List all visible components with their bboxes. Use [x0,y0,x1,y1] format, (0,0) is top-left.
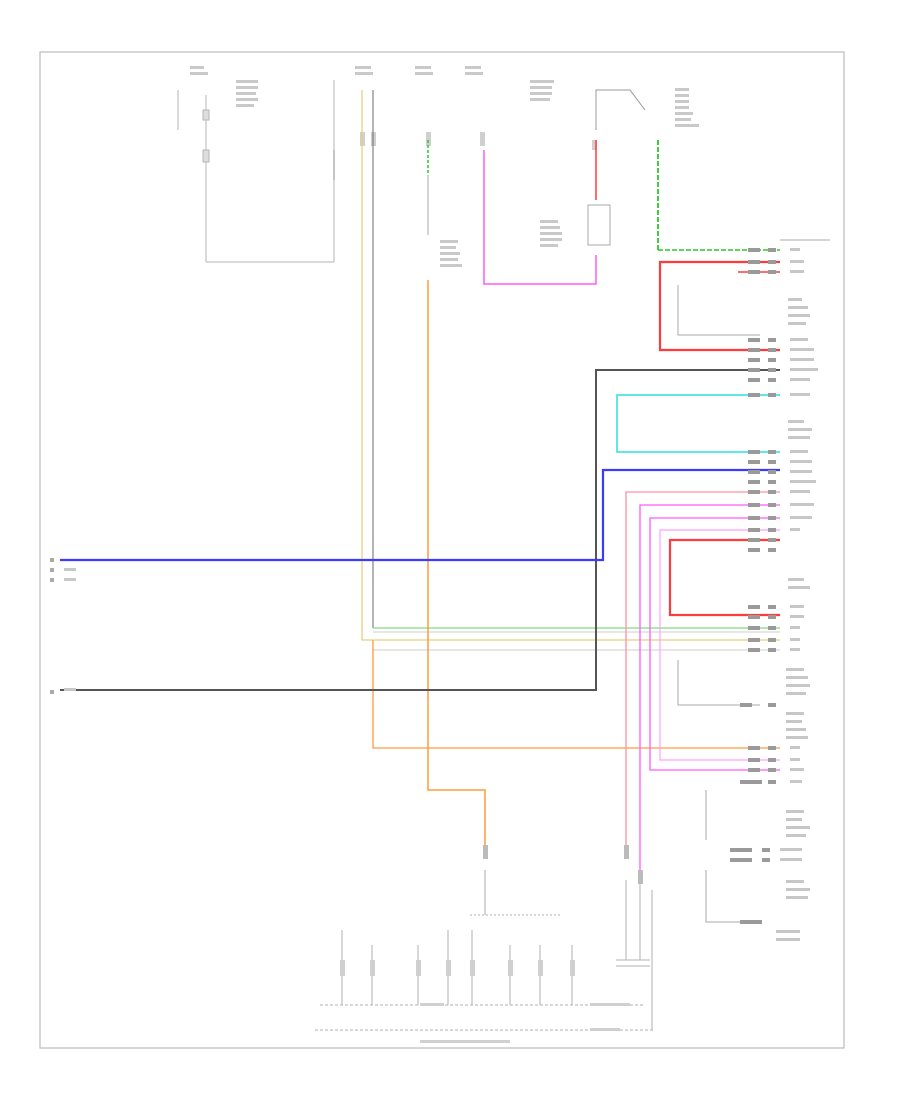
left-edge-marks [50,558,76,694]
wire-tan [361,90,780,641]
bottom-component-marks [340,845,643,1043]
connector-pins-right [730,248,776,924]
wire-dark-gray [60,369,780,691]
top-label-stubs [190,66,699,267]
right-brackets [677,239,830,923]
wire-pink-vertical-1 [625,491,780,850]
wire-pink-vertical-3 [649,517,780,771]
fuse-circuit-left [177,80,335,263]
wire-orange [427,280,486,845]
connector-marks-top [360,132,597,150]
wire-red-loop-top [658,260,780,352]
wire-pink-vertical-4 [659,529,780,761]
wire-red-loop-mid [668,538,780,617]
relay-box [587,204,611,246]
wire-blue [60,468,780,562]
wire-orange-2 [372,640,780,749]
right-label-stubs [776,248,818,941]
switch-bracket [595,89,646,130]
wire-pink-vertical-2 [639,504,780,880]
wire-pink-top [483,150,597,285]
diagram-frame [39,51,845,1049]
wire-cyan [616,394,780,453]
